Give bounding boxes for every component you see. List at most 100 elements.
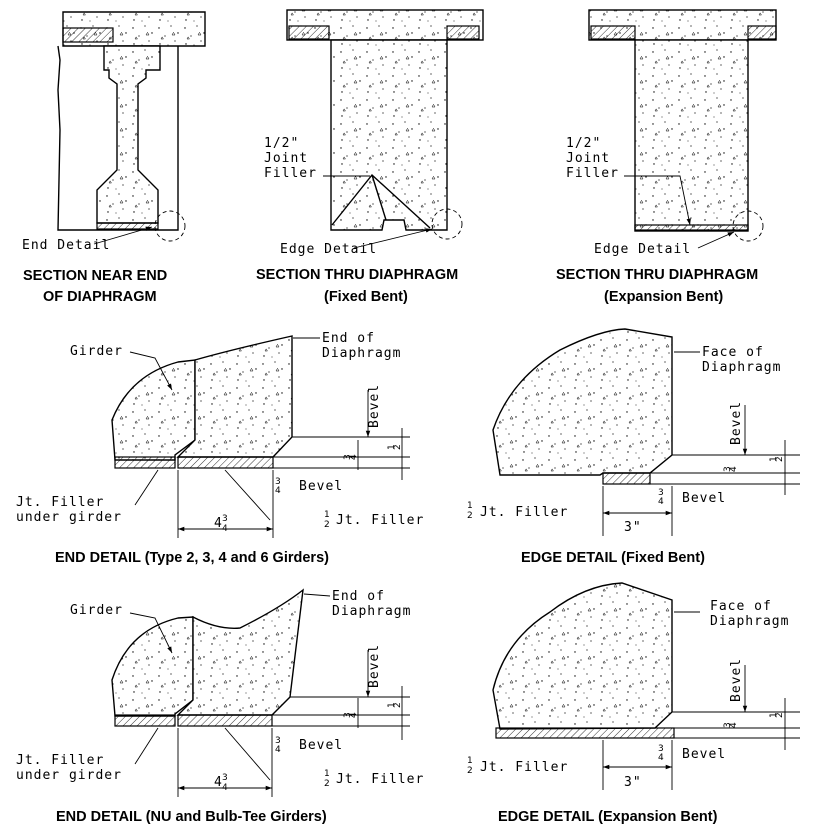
face-of-label-fixed-2: Diaphragm (702, 360, 781, 375)
edge-detail-expansion-view: Face of Diaphragm Bevel Bevel Jt. Filler… (467, 582, 800, 825)
joint-filler-filler-exp: Filler (566, 166, 619, 181)
edge-detail-label-fixed: Edge Detail (280, 242, 377, 257)
joint-filler-chevron (331, 173, 431, 229)
section-expansion-view: 1/2" Joint Filler Edge Detail SECTION TH… (556, 9, 777, 305)
dim-4-num: 3 (222, 514, 228, 524)
girder-nu-label: Girder (70, 603, 123, 618)
nu-dim-4-num: 3 (222, 773, 228, 783)
edge-exp-jt-half-den: 2 (467, 766, 473, 776)
edge-exp-filler (495, 727, 675, 739)
edge-detail-leader-fixed (353, 228, 433, 249)
nu-jt-half-num: 1 (324, 769, 330, 779)
filler-pad-leader (134, 469, 159, 506)
edge-fixed-jt-half-num: 1 (467, 501, 473, 511)
edge-exp-jt-filler: Jt. Filler (480, 760, 568, 775)
edge-fixed-h34-num: 3 (658, 488, 664, 498)
edge-exp-h34-num: 3 (658, 744, 664, 754)
nu-jt-under-2: under girder (16, 768, 122, 783)
edge-exp-vhalf-num: 1 (769, 712, 779, 718)
edge-fixed-concrete (492, 328, 673, 476)
edge-callout-circle-exp (732, 210, 764, 242)
edge-fixed-jt-filler: Jt. Filler (480, 505, 568, 520)
edge-exp-v34-den: 4 (729, 722, 739, 728)
section-expansion-caption-2: (Expansion Bent) (604, 289, 723, 305)
nu-jt-half-den: 2 (324, 779, 330, 789)
section-near-end-caption-2: OF DIAPHRAGM (43, 289, 157, 305)
edge-callout-circle-fixed (431, 208, 463, 240)
edge-fixed-v34-num: 3 (723, 466, 733, 472)
end-detail-label: End Detail (22, 238, 110, 253)
edge-fixed-bevel-h: Bevel (682, 491, 726, 506)
girder-nu-leader (129, 612, 173, 654)
h-three-quarter-num: 3 (275, 477, 281, 487)
girder-filler-pad (114, 456, 176, 469)
nu-v34-num: 3 (343, 712, 353, 718)
nu-dim-4-whole: 4 (214, 775, 223, 790)
section-near-end-caption-1: SECTION NEAR END (23, 268, 167, 284)
girder-leader (129, 351, 173, 391)
edge-exp-v34-num: 3 (723, 722, 733, 728)
nu-bevel-h-leader (224, 727, 271, 781)
edge-fixed-filler (602, 472, 651, 485)
nu-bevel-v-label: Bevel (367, 644, 382, 688)
diaphragm-fixed-body (330, 39, 448, 231)
nu-v34-den: 4 (349, 712, 359, 718)
diaphragm-nu-filler (177, 714, 273, 727)
nu-filler-leader (134, 727, 159, 765)
edge-exp-jt-half-num: 1 (467, 756, 473, 766)
nu-h34-den: 4 (275, 745, 281, 755)
nu-vhalf-den: 2 (393, 702, 403, 708)
joint-filler-size-fixed: 1/2" (264, 136, 299, 151)
edge-fixed-vhalf-num: 1 (769, 456, 779, 462)
joint-filler-filler-fixed: Filler (264, 166, 317, 181)
nu-dim-4-den: 4 (222, 783, 228, 793)
face-of-label-exp-2: Diaphragm (710, 614, 789, 629)
edge-detail-fixed-caption: EDGE DETAIL (Fixed Bent) (521, 550, 705, 566)
v-three-quarter-den: 4 (349, 454, 359, 460)
girder-end-concrete (111, 359, 196, 461)
edge-detail-label-exp: Edge Detail (594, 242, 691, 257)
jt-half-den: 2 (324, 520, 330, 530)
diaphragm-expansion-body (634, 39, 749, 232)
diaphragm-end-concrete (176, 335, 293, 458)
edge-exp-dim-3: 3" (624, 775, 642, 790)
girder-nu-concrete (111, 616, 194, 717)
end-nu-label-1: End of (332, 589, 385, 604)
joint-filler-joint-fixed: Joint (264, 151, 308, 166)
end-filler-pad (96, 222, 159, 230)
v-three-quarter-num: 3 (343, 454, 353, 460)
edge-detail-fixed-view: Face of Diaphragm Bevel Bevel Jt. Filler… (467, 328, 800, 566)
edge-exp-concrete (492, 582, 673, 730)
girder-i-shape (96, 45, 161, 224)
end-detail-nu-view: Girder End of Diaphragm Bevel Bevel Jt. … (16, 588, 423, 825)
joint-filler-joint-exp: Joint (566, 151, 610, 166)
edge-exp-vhalf-den: 2 (775, 712, 785, 718)
diaphragm-filler-pad (177, 456, 274, 469)
haunch-pad-fixed-right (446, 25, 480, 40)
jt-filler-label: Jt. Filler (336, 513, 424, 528)
haunch-pad-exp-right (747, 25, 777, 40)
edge-fixed-dim-3: 3" (624, 520, 642, 535)
end-nu-label-2: Diaphragm (332, 604, 411, 619)
haunch-pad-left (62, 27, 114, 43)
end-detail-type-view: Girder End of Diaphragm Bevel Bevel Jt. … (16, 331, 424, 566)
section-fixed-view: 1/2" Joint Filler Edge Detail SECTION TH… (256, 9, 484, 305)
bevel-h-leader (224, 469, 271, 521)
edge-fixed-bevel-v: Bevel (729, 401, 744, 445)
jt-filler-under-label-2: under girder (16, 510, 122, 525)
edge-detail-expansion-caption: EDGE DETAIL (Expansion Bent) (498, 809, 718, 825)
edge-exp-h34-den: 4 (658, 753, 664, 763)
edge-exp-bevel-v: Bevel (729, 658, 744, 702)
dim-4-whole: 4 (214, 516, 223, 531)
edge-fixed-v34-den: 4 (729, 466, 739, 472)
end-nu-leader (303, 593, 331, 597)
diaphragm-nu-concrete (176, 588, 304, 716)
h-three-quarter-den: 4 (275, 486, 281, 496)
end-detail-callout-circle (154, 210, 186, 242)
bottom-filler-expansion (634, 224, 749, 231)
haunch-pad-exp-left (590, 25, 636, 40)
dim-4-den: 4 (222, 524, 228, 534)
edge-fixed-vhalf-den: 2 (775, 456, 785, 462)
nu-bevel-h-label: Bevel (299, 738, 343, 753)
